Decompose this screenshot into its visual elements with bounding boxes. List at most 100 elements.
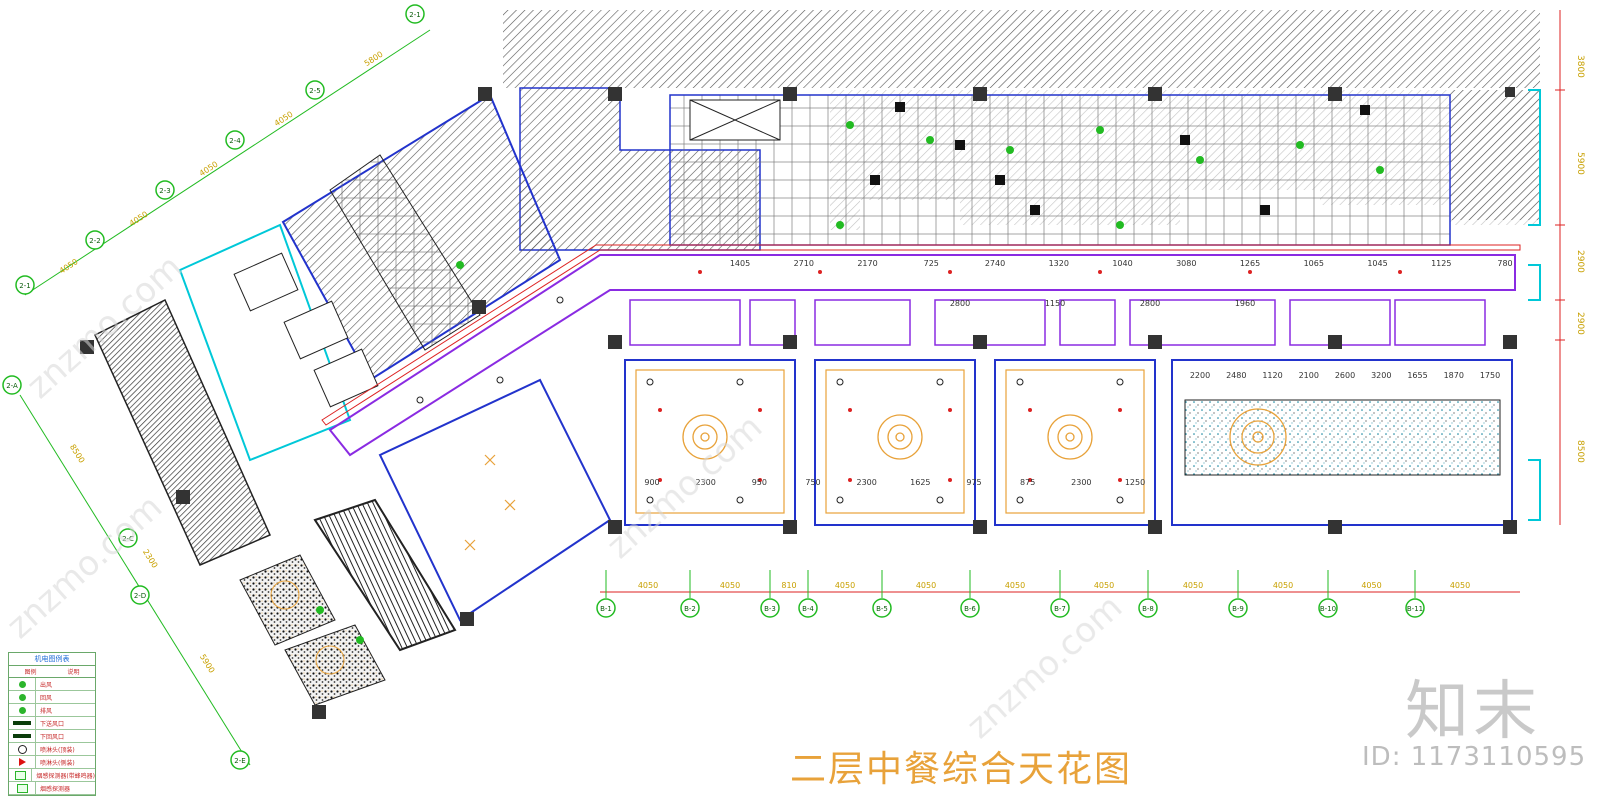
room-dim-row2: 2800 xyxy=(1140,299,1160,308)
watermark-2: znzmo.com xyxy=(0,487,170,647)
dining-rooms xyxy=(624,299,1513,526)
axis-bubble-bottom: B-9 xyxy=(1228,598,1248,618)
axis-bubble-left-label: 2-A xyxy=(6,382,18,390)
axis-bubble-top-label: 2-3 xyxy=(159,187,170,195)
structural-columns xyxy=(80,87,1517,719)
brand-logo-text: 知末 xyxy=(1405,675,1541,749)
legend-row-label: 下回风口 xyxy=(40,733,65,741)
room-dim-row3: 2300 xyxy=(856,478,876,487)
axis-dim-bottom: 4050 xyxy=(916,581,936,590)
axis-bubble-left: 2-C xyxy=(118,528,138,548)
axis-bubble-bottom-label: B-10 xyxy=(1320,605,1336,613)
room-dim-row4: 2100 xyxy=(1299,371,1319,380)
axis-bubble-bottom-label: B-7 xyxy=(1054,605,1066,613)
room-dim-row1: 2740 xyxy=(985,259,1005,268)
mep-symbols xyxy=(316,102,1402,644)
axis-dim-bottom: 4050 xyxy=(1005,581,1025,590)
legend-row-label: 排风 xyxy=(40,707,53,715)
room-dim-row4: 1870 xyxy=(1444,371,1464,380)
room-dim-row3: 2300 xyxy=(1071,478,1091,487)
axis-bubble-bottom: B-3 xyxy=(760,598,780,618)
axis-dim-bottom: 4050 xyxy=(835,581,855,590)
room-dim-row4: 2600 xyxy=(1335,371,1355,380)
mep-legend-table: 机电图例表 图例 说明 出风 回风 排风 下送风口 下回风口 喷淋头(顶装) 喷… xyxy=(8,652,96,796)
legend-row-label: 喷淋头(侧装) xyxy=(40,759,75,767)
axis-bubble-left: 2-D xyxy=(130,585,150,605)
axis-dim-top: 4050 xyxy=(58,257,80,276)
legend-header: 图例 说明 xyxy=(9,666,95,678)
lower-left-rooms xyxy=(239,378,612,706)
axis-dim-bottom: 4050 xyxy=(1183,581,1203,590)
legend-row: 喷淋头(侧装) xyxy=(9,756,95,769)
room-dim-row3: 950 xyxy=(752,478,767,487)
room-dim-row3: 1250 xyxy=(1125,478,1145,487)
axis-bubble-bottom: B-2 xyxy=(680,598,700,618)
axis-bubble-bottom: B-5 xyxy=(872,598,892,618)
legend-row: 下送风口 xyxy=(9,717,95,730)
room-dim-row1: 1265 xyxy=(1240,259,1260,268)
room-dim-row4: 3200 xyxy=(1371,371,1391,380)
room-dim-row1: 725 xyxy=(924,259,939,268)
legend-row: 回风 xyxy=(9,691,95,704)
axis-bubble-bottom: B-11 xyxy=(1405,598,1425,618)
room-dim-row1: 3080 xyxy=(1176,259,1196,268)
legend-row-label: 回风 xyxy=(40,694,53,702)
axis-bubble-bottom: B-4 xyxy=(798,598,818,618)
axis-bubble-bottom-label: B-1 xyxy=(600,605,612,613)
room-dim-row1: 1405 xyxy=(730,259,750,268)
room-dim-row1: 2710 xyxy=(794,259,814,268)
room-dim-row4: 2200 xyxy=(1190,371,1210,380)
bottom-axis-bubbles: B-1 B-2 B-3 B-4 B-5 B-6 B-7 B-8 B-9 B-10 B-11 4050 4… xyxy=(596,570,1470,618)
right-dim-3: 2900 xyxy=(1575,250,1585,273)
legend-row: 下回风口 xyxy=(9,730,95,743)
top-diagonal-axis-line xyxy=(24,29,431,296)
room-dim-row2: 1960 xyxy=(1235,299,1255,308)
room-dim-row1: 1125 xyxy=(1431,259,1451,268)
axis-dim-bottom: 4050 xyxy=(1273,581,1293,590)
axis-dim-bottom: 4050 xyxy=(720,581,740,590)
axis-bubble-bottom: B-10 xyxy=(1318,598,1338,618)
right-dimension-line xyxy=(1555,10,1565,525)
room-dim-row1: 1040 xyxy=(1112,259,1132,268)
right-dim-5: 8500 xyxy=(1575,440,1585,463)
axis-bubble-bottom-label: B-11 xyxy=(1407,605,1423,613)
axis-bubble-top-label: 2-5 xyxy=(309,87,320,95)
exhaust-icon xyxy=(18,706,26,714)
axis-bubble-top: 2-1 xyxy=(15,275,35,295)
room-dim-row4: 1655 xyxy=(1407,371,1427,380)
legend-row: 排风 xyxy=(9,704,95,717)
axis-bubble-top: 2-2 xyxy=(85,230,105,250)
axis-bubble-bottom: B-7 xyxy=(1050,598,1070,618)
axis-bubble-top-label: 2-1 xyxy=(409,11,420,19)
slot-return-icon xyxy=(13,734,31,738)
room-dim-row1: 1320 xyxy=(1049,259,1069,268)
room-dim-row4: 1120 xyxy=(1262,371,1282,380)
room-dim-row3: 875 xyxy=(1020,478,1035,487)
legend-row-label: 下送风口 xyxy=(40,720,65,728)
legend-title: 机电图例表 xyxy=(9,653,95,666)
axis-bubble-bottom: B-8 xyxy=(1138,598,1158,618)
room-dim-row3: 2300 xyxy=(695,478,715,487)
legend-row: 出风 xyxy=(9,678,95,691)
axis-dim-bottom: 810 xyxy=(781,581,796,590)
axis-bubble-bottom-label: B-2 xyxy=(684,605,696,613)
axis-bubble-top-label: 2-4 xyxy=(229,137,241,145)
right-dim-2: 5900 xyxy=(1575,152,1585,175)
drawing-title: 二层中餐综合天花图 xyxy=(790,749,1133,790)
axis-bubble-bottom-label: B-6 xyxy=(964,605,976,613)
axis-bubble-bottom-label: B-9 xyxy=(1232,605,1244,613)
axis-dim-left: 5900 xyxy=(198,653,216,675)
watermark-4: znzmo.com xyxy=(959,587,1130,747)
axis-dim-bottom: 4050 xyxy=(638,581,658,590)
legend-row-label: 出风 xyxy=(40,681,53,689)
supply-air-icon xyxy=(18,680,26,688)
legend-row: 烟感探测器(带蜂鸣器) xyxy=(9,769,95,782)
diagonal-wing xyxy=(94,93,562,566)
axis-bubble-top: 2-4 xyxy=(225,130,245,150)
axis-bubble-bottom-label: B-4 xyxy=(802,605,814,613)
return-air-icon xyxy=(18,693,26,701)
axis-bubble-left: 2-A xyxy=(2,375,22,395)
smoke-detector-icon xyxy=(14,770,26,780)
